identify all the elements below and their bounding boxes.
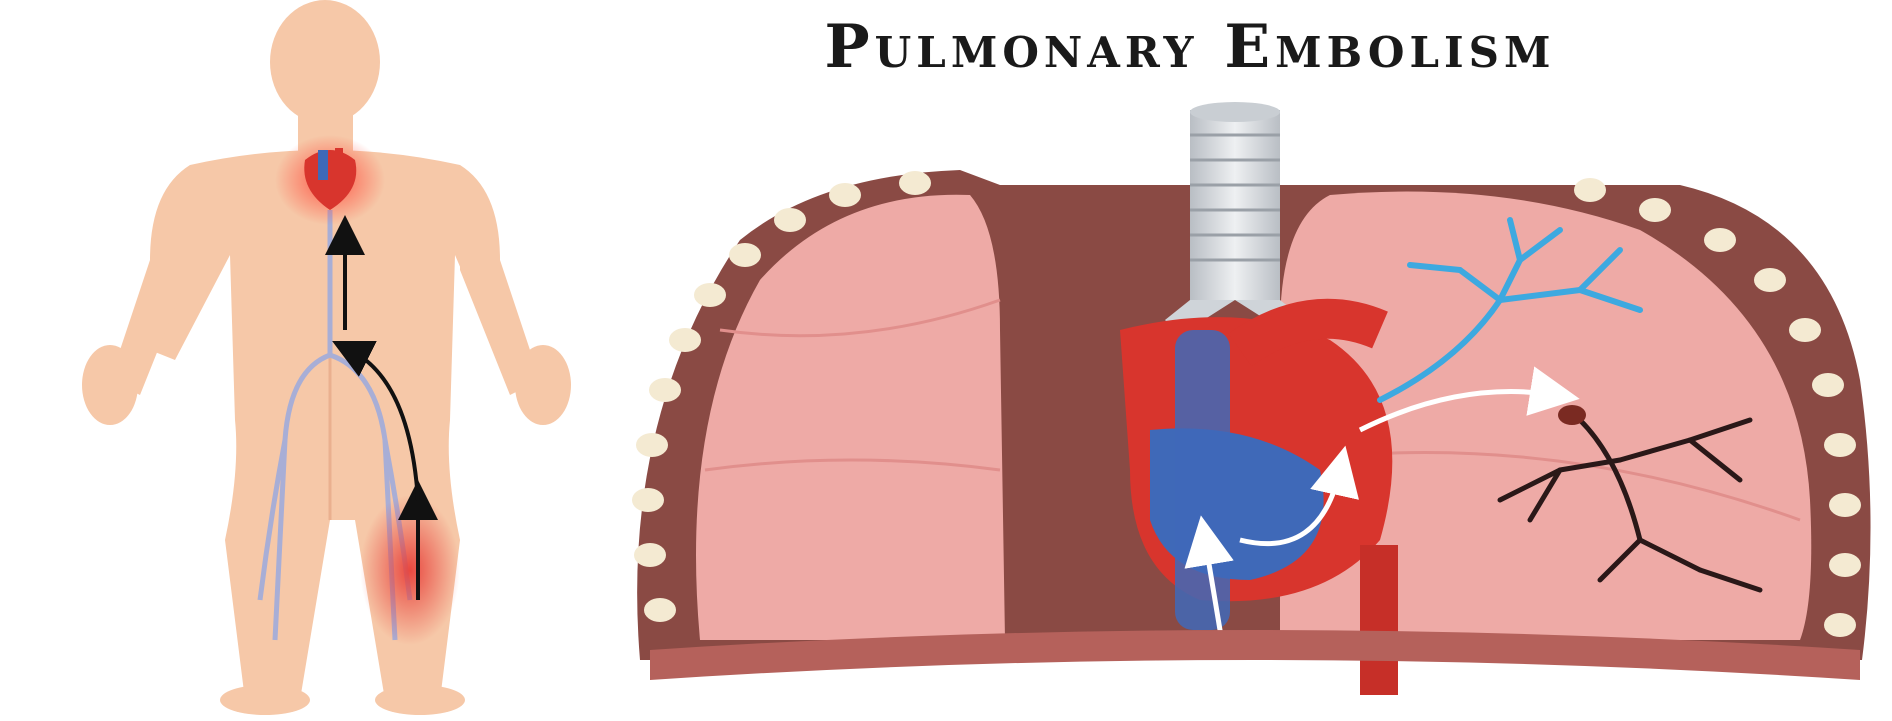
leg-clot-glow	[360, 495, 460, 645]
embolus-icon	[1558, 405, 1586, 425]
